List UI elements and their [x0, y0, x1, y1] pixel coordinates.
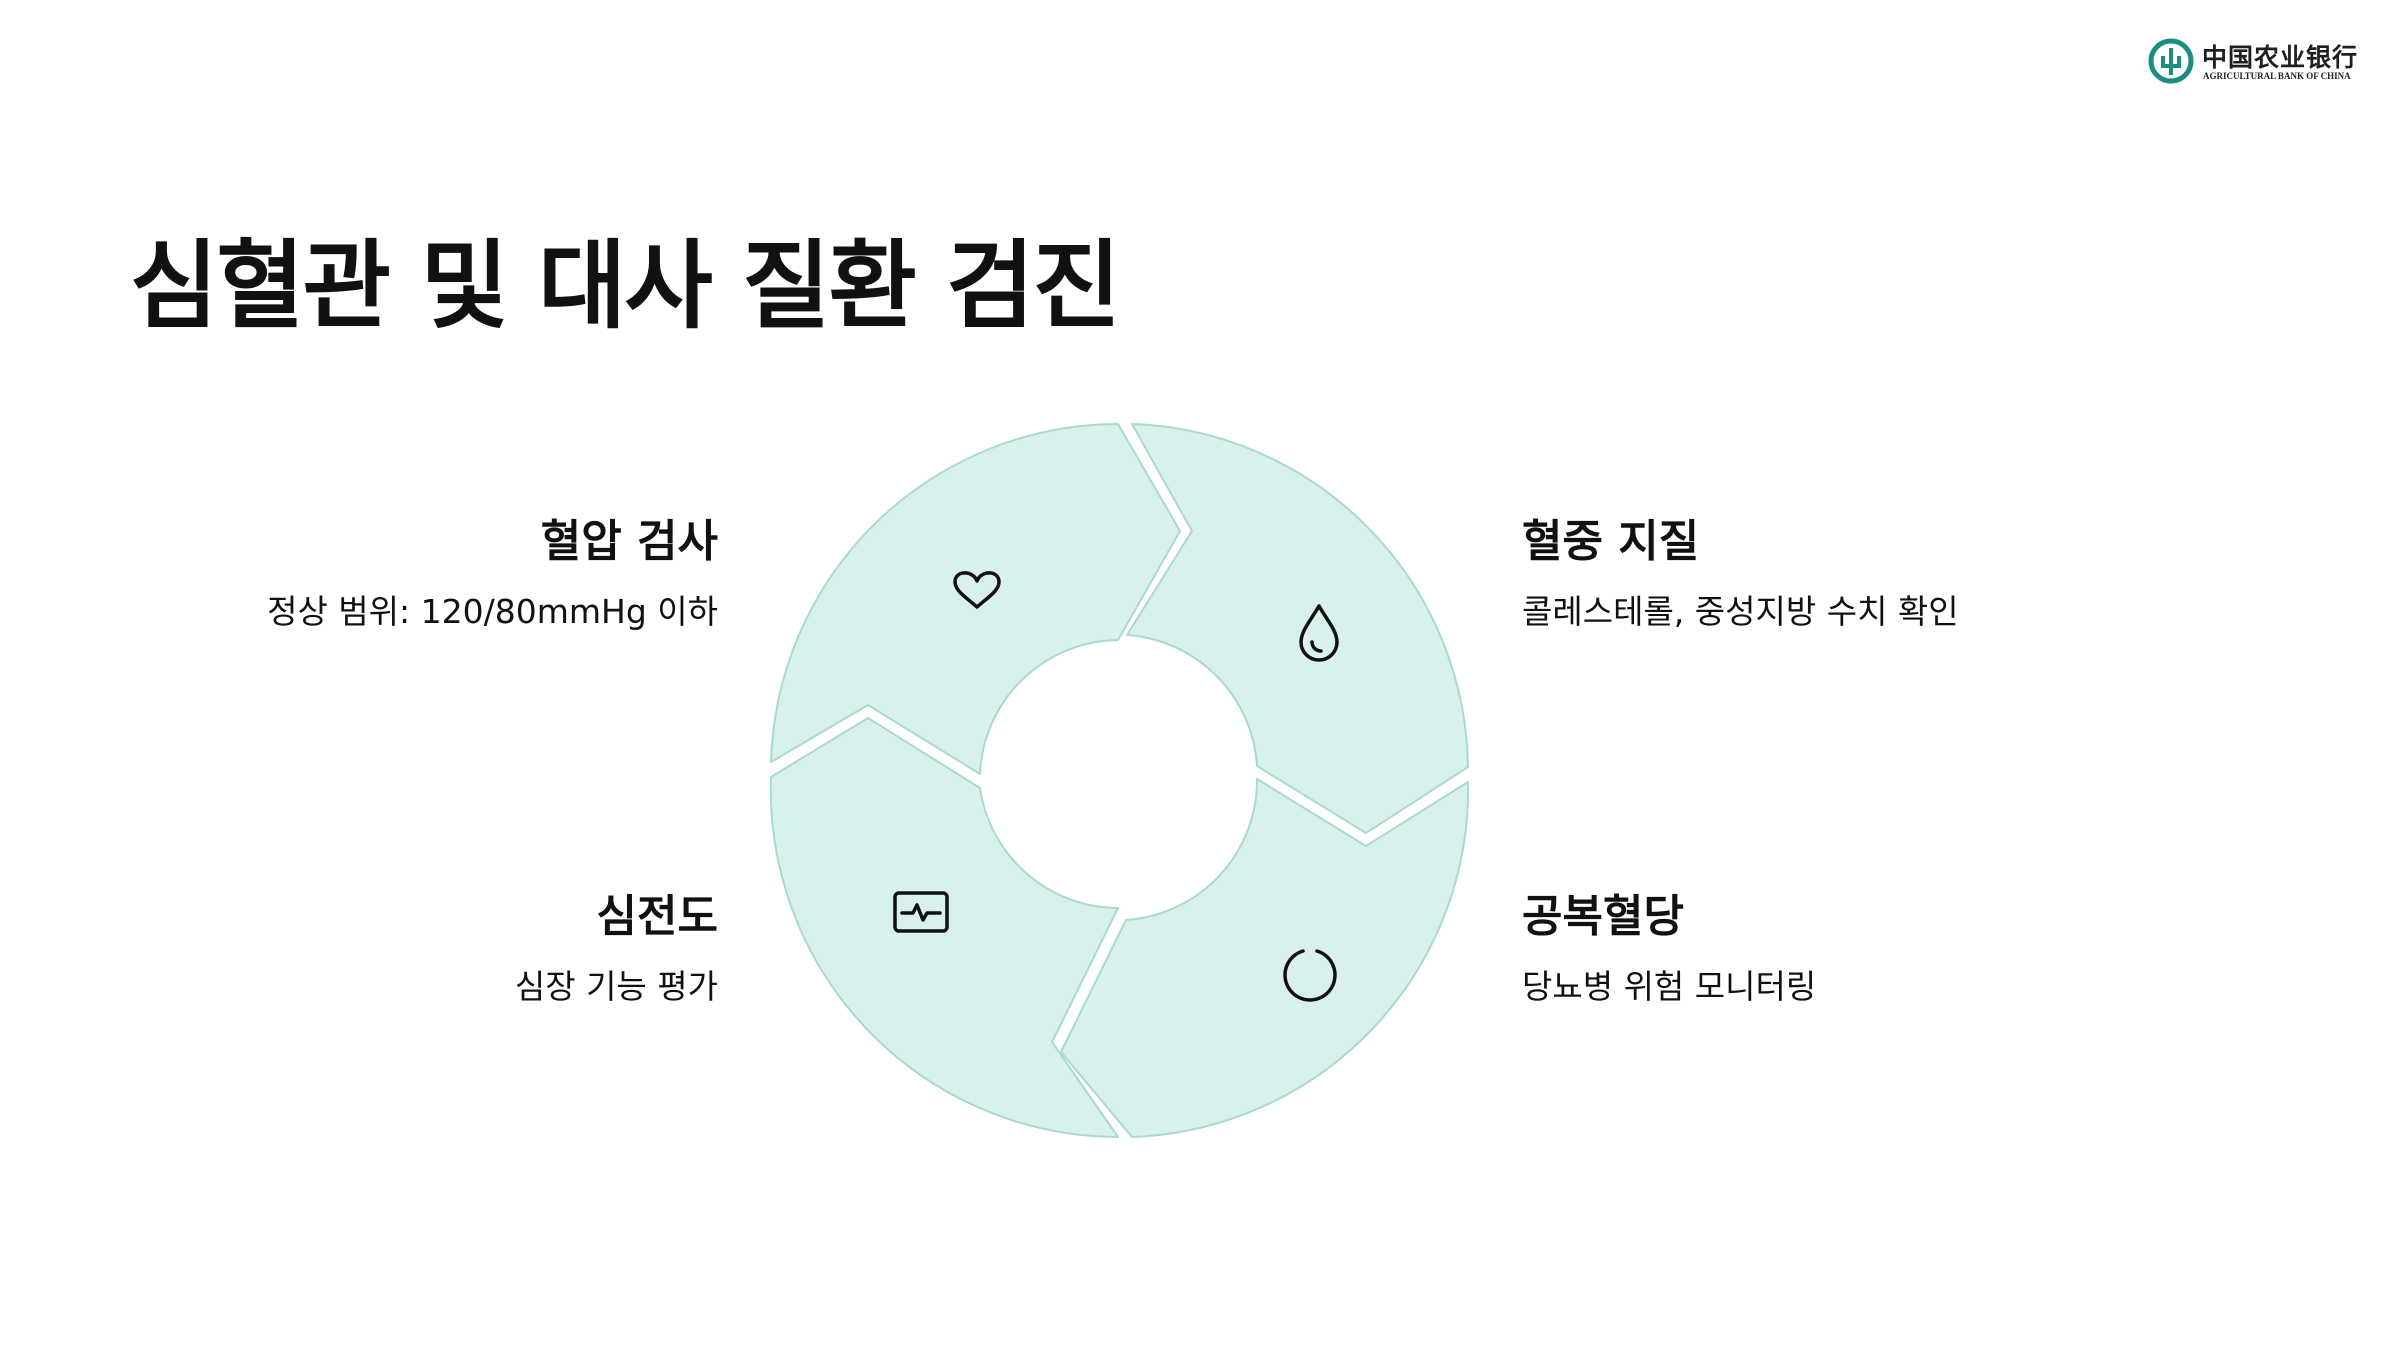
item-title: 혈압 검사 — [540, 516, 718, 567]
item-title: 공복혈당 — [1522, 891, 1684, 942]
item-blood-lipid: 혈중 지질 콜레스테롤, 중성지방 수치 확인 — [1522, 516, 2142, 632]
item-description: 당뇨병 위험 모니터링 — [1522, 967, 1817, 1007]
item-fasting-glucose: 공복혈당 당뇨병 위험 모니터링 — [1522, 891, 2142, 1007]
cycle-diagram — [769, 423, 1470, 1138]
heart-icon — [953, 571, 1001, 609]
brand-name-en: AGRICULTURAL BANK OF CHINA — [2203, 71, 2351, 81]
item-description: 콜레스테롤, 중성지방 수치 확인 — [1522, 592, 1959, 632]
circle-loading-icon — [1283, 949, 1337, 1002]
abc-emblem-icon — [2148, 38, 2194, 84]
brand-name-cn: 中国农业银行 — [2202, 43, 2359, 72]
segment-blood-pressure — [770, 423, 1181, 775]
item-title: 심전도 — [596, 891, 718, 942]
item-blood-pressure: 혈압 검사 정상 범위: 120/80mmHg 이하 — [98, 516, 718, 632]
page-title: 심혈관 및 대사 질환 검진 — [130, 230, 1121, 342]
segment-fasting-glucose — [1060, 778, 1470, 1138]
item-ecg: 심전도 심장 기능 평가 — [98, 891, 718, 1007]
bank-logo: 中国农业银行 AGRICULTURAL BANK OF CHINA — [2148, 36, 2378, 88]
item-description: 심장 기능 평가 — [514, 967, 718, 1007]
item-description: 정상 범위: 120/80mmHg 이하 — [267, 592, 718, 632]
ecg-monitor-icon — [893, 891, 949, 933]
segment-blood-lipid — [1126, 423, 1469, 834]
item-title: 혈중 지질 — [1522, 516, 1700, 567]
droplet-icon — [1299, 604, 1339, 662]
segment-ecg — [769, 717, 1119, 1138]
